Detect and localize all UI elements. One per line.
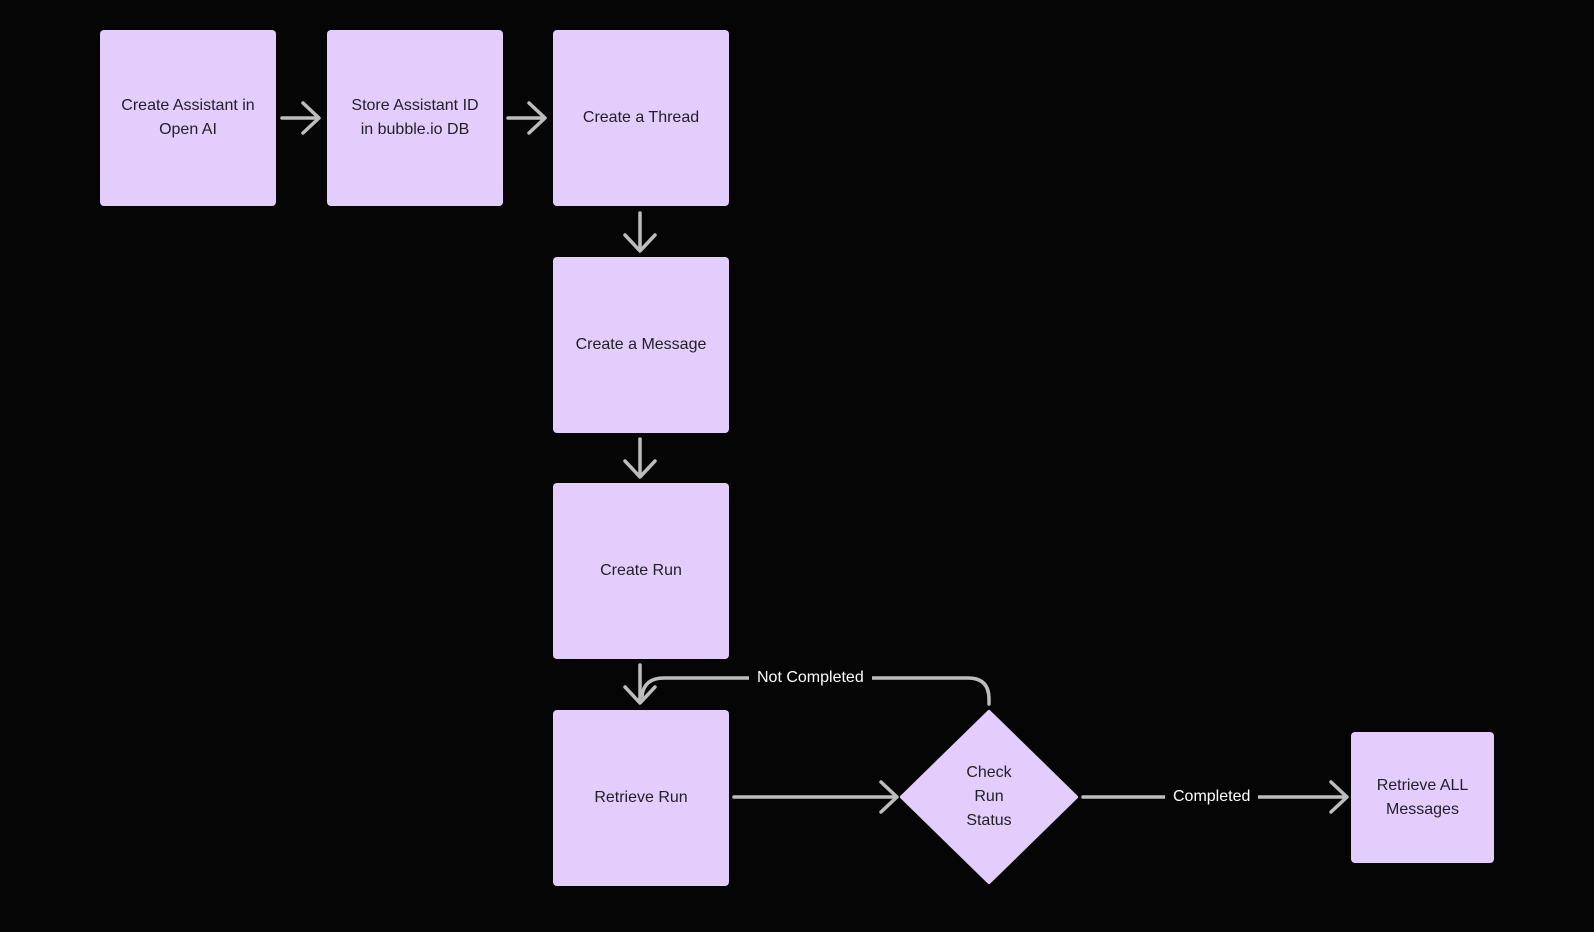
node-store-assistant-id: Store Assistant ID in bubble.io DB [327,30,503,206]
arrow-not-completed-loop [640,676,991,706]
arrow-store-to-thread [506,101,547,135]
node-create-message: Create a Message [553,257,729,433]
edge-label-not-completed: Not Completed [749,668,872,688]
arrow-thread-to-message [623,211,657,253]
node-create-assistant: Create Assistant in Open AI [100,30,276,206]
node-create-assistant-label: Create Assistant in Open AI [121,97,255,138]
arrow-retrieve-run-to-check [732,780,899,814]
edge-label-completed: Completed [1165,787,1259,807]
arrow-message-to-run [623,437,657,479]
node-create-thread: Create a Thread [553,30,729,206]
node-create-run: Create Run [553,483,729,659]
node-create-run-label: Create Run [600,562,682,579]
node-create-message-label: Create a Message [575,336,707,353]
node-retrieve-run-label: Retrieve Run [594,789,688,806]
node-store-assistant-id-label: Store Assistant ID in bubble.io DB [351,97,479,138]
node-retrieve-all-messages-label: Retrieve ALL Messages [1376,776,1469,818]
arrow-assistant-to-store [280,101,321,135]
node-retrieve-run: Retrieve Run [553,710,729,886]
check-run-status-diamond [900,710,1078,884]
node-check-run-status: Check Run Status [929,737,1049,857]
node-retrieve-all-messages: Retrieve ALL Messages [1351,732,1494,863]
arrow-create-run-to-retrieve-run [623,663,657,705]
node-check-run-status-label: Check Run Status [966,764,1012,829]
node-create-thread-label: Create a Thread [582,109,700,126]
